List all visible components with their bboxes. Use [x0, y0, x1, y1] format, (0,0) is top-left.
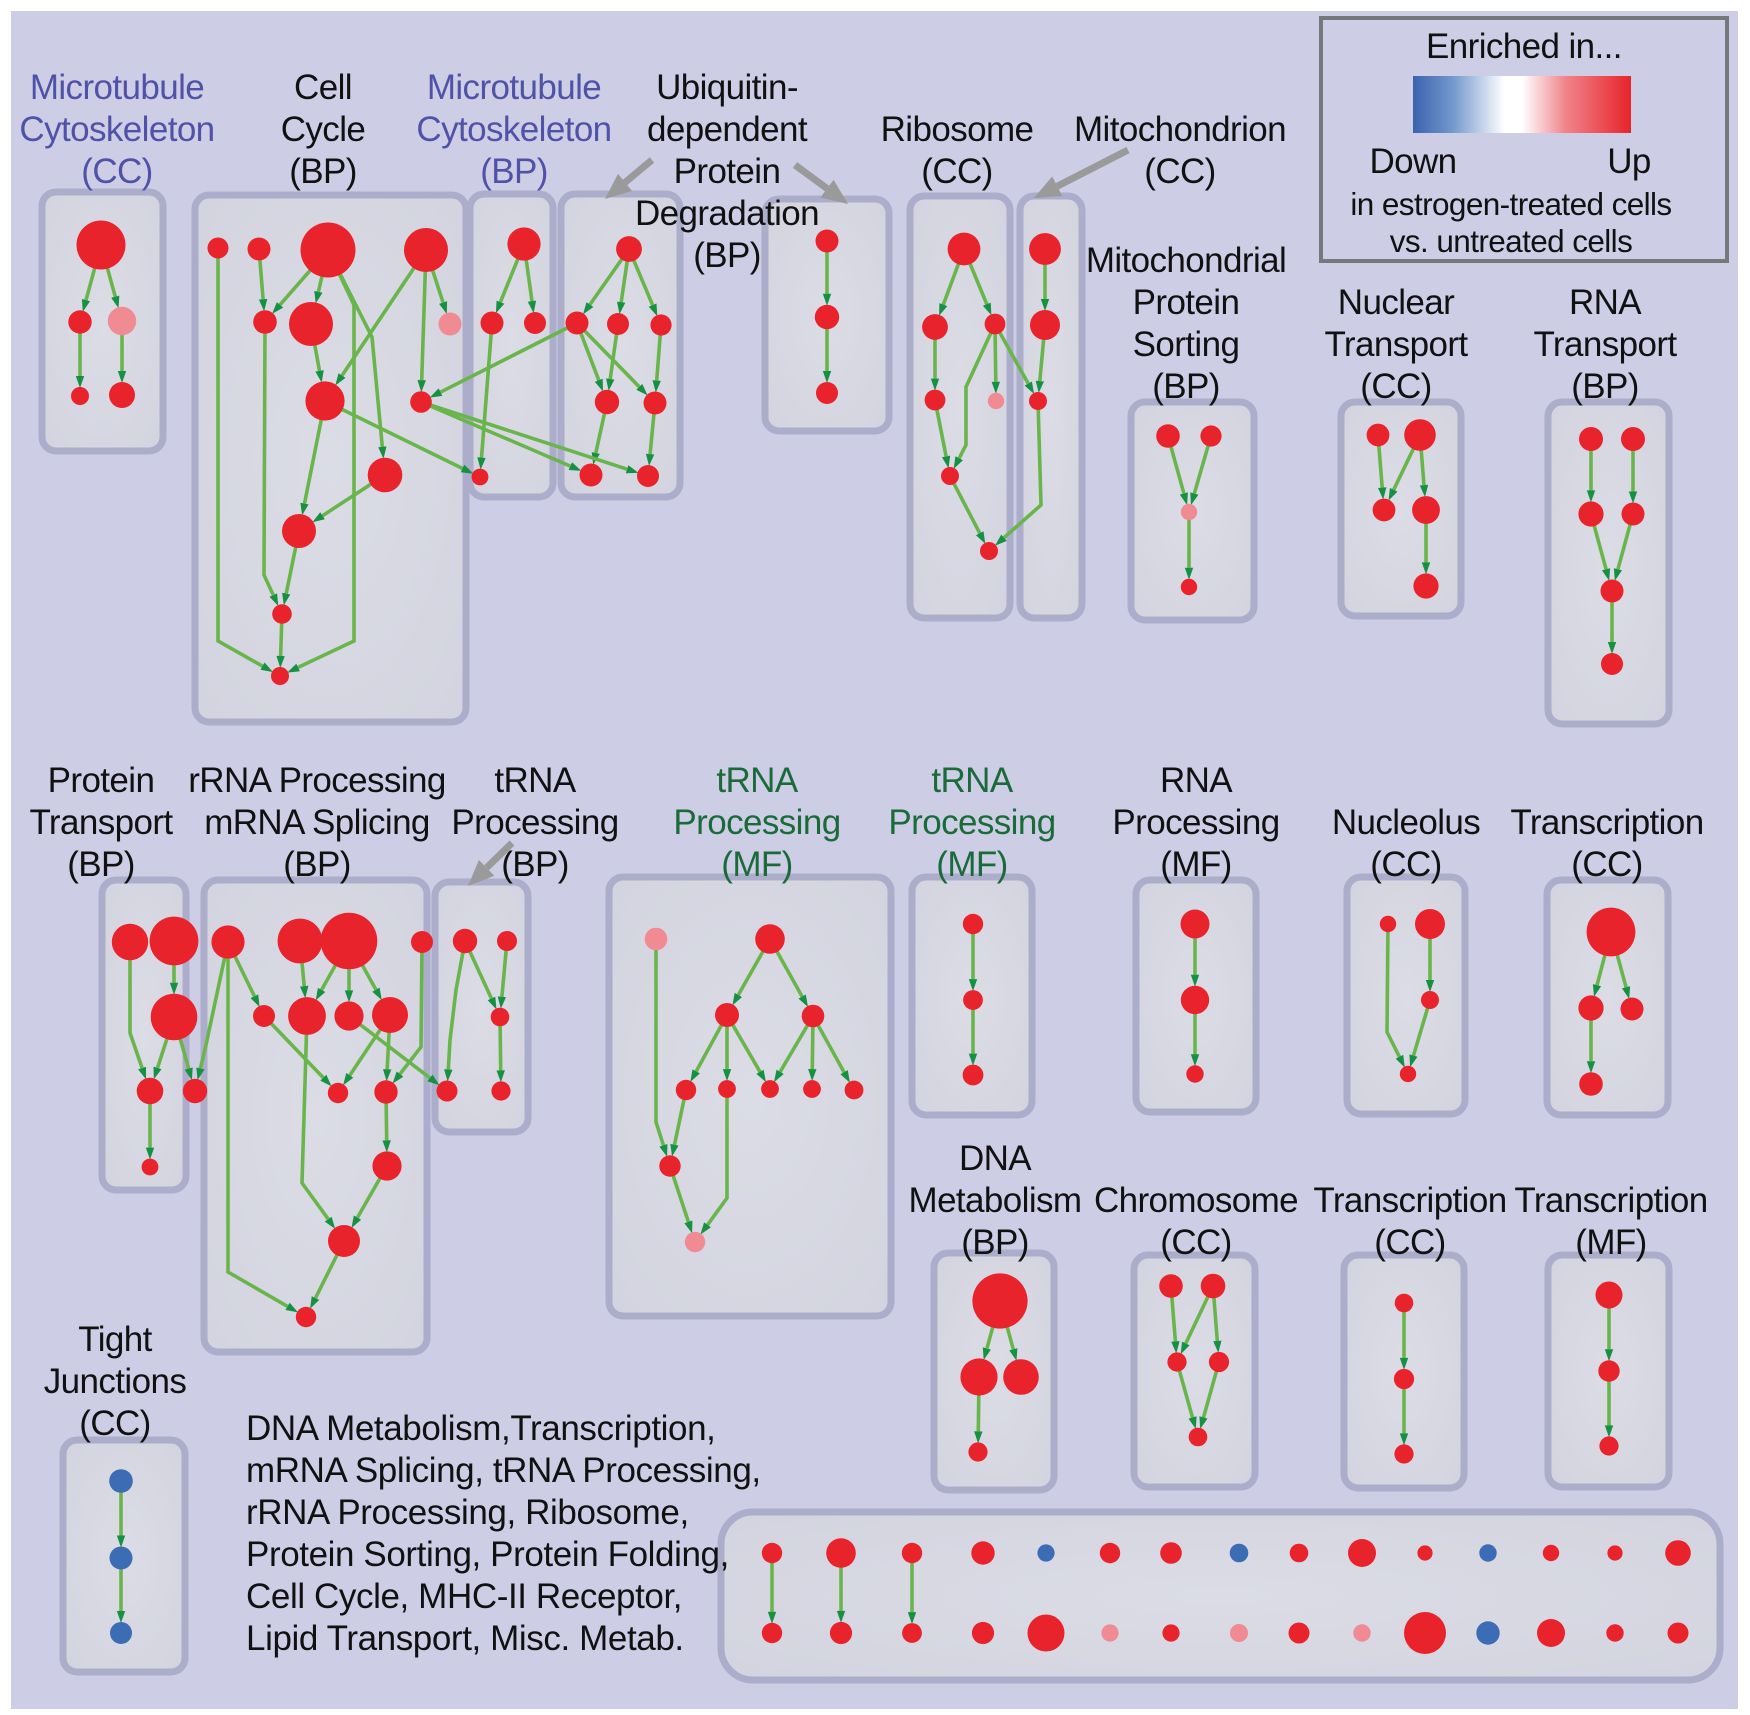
svg-text:tRNA: tRNA: [494, 761, 576, 800]
svg-text:Protein Sorting, Protein Foldi: Protein Sorting, Protein Folding,: [246, 1535, 729, 1574]
svg-text:Chromosome: Chromosome: [1094, 1181, 1298, 1220]
svg-text:Mitochondrion: Mitochondrion: [1074, 110, 1286, 149]
svg-text:Transport: Transport: [1533, 325, 1677, 364]
svg-text:Metabolism: Metabolism: [909, 1181, 1082, 1220]
svg-text:mRNA Splicing: mRNA Splicing: [204, 803, 430, 842]
svg-text:Cell: Cell: [294, 68, 352, 107]
svg-text:RNA: RNA: [1160, 761, 1233, 800]
svg-text:Tight: Tight: [78, 1320, 152, 1359]
svg-text:(MF): (MF): [721, 845, 792, 884]
svg-text:DNA: DNA: [959, 1139, 1032, 1178]
svg-text:(BP): (BP): [1152, 367, 1220, 406]
svg-text:Lipid Transport, Misc. Metab.: Lipid Transport, Misc. Metab.: [246, 1619, 684, 1658]
svg-text:Junctions: Junctions: [44, 1362, 187, 1401]
svg-text:mRNA Splicing, tRNA Processing: mRNA Splicing, tRNA Processing,: [246, 1451, 761, 1490]
svg-text:Transport: Transport: [29, 803, 173, 842]
svg-text:(BP): (BP): [289, 152, 357, 191]
svg-text:tRNA: tRNA: [931, 761, 1013, 800]
svg-text:Degradation: Degradation: [635, 194, 819, 233]
svg-text:Cell Cycle, MHC-II Receptor,: Cell Cycle, MHC-II Receptor,: [246, 1577, 682, 1616]
svg-text:Nucleolus: Nucleolus: [1332, 803, 1480, 842]
svg-text:Ribosome: Ribosome: [881, 110, 1034, 149]
svg-text:(CC): (CC): [1144, 152, 1215, 191]
svg-text:(MF): (MF): [1160, 845, 1231, 884]
svg-text:dependent: dependent: [647, 110, 808, 149]
svg-text:DNA Metabolism,Transcription,: DNA Metabolism,Transcription,: [246, 1409, 715, 1448]
svg-text:(BP): (BP): [67, 845, 135, 884]
svg-text:RNA: RNA: [1569, 283, 1642, 322]
svg-text:(BP): (BP): [501, 845, 569, 884]
svg-text:Processing: Processing: [673, 803, 840, 842]
svg-text:Cycle: Cycle: [281, 110, 366, 149]
svg-text:vs. untreated cells: vs. untreated cells: [1390, 223, 1632, 259]
svg-text:in estrogen-treated cells: in estrogen-treated cells: [1350, 186, 1671, 222]
svg-text:Protein: Protein: [674, 152, 781, 191]
svg-text:Processing: Processing: [1112, 803, 1279, 842]
svg-text:Transcription: Transcription: [1514, 1181, 1707, 1220]
svg-text:(CC): (CC): [1160, 1223, 1231, 1262]
svg-text:Protein: Protein: [1133, 283, 1240, 322]
svg-text:rRNA Processing: rRNA Processing: [188, 761, 445, 800]
svg-text:Up: Up: [1607, 142, 1651, 181]
svg-text:Down: Down: [1369, 142, 1456, 181]
svg-text:Microtubule: Microtubule: [427, 68, 601, 107]
svg-text:(BP): (BP): [283, 845, 351, 884]
svg-text:(CC): (CC): [79, 1404, 150, 1443]
svg-text:(MF): (MF): [1575, 1223, 1646, 1262]
svg-text:(BP): (BP): [961, 1223, 1029, 1262]
svg-text:Cytoskeleton: Cytoskeleton: [416, 110, 611, 149]
svg-text:Microtubule: Microtubule: [30, 68, 204, 107]
svg-text:(CC): (CC): [1571, 845, 1642, 884]
svg-text:Sorting: Sorting: [1133, 325, 1240, 364]
svg-text:(CC): (CC): [81, 152, 152, 191]
svg-text:(MF): (MF): [936, 845, 1007, 884]
svg-text:Nuclear: Nuclear: [1338, 283, 1455, 322]
svg-text:(BP): (BP): [480, 152, 548, 191]
svg-text:Ubiquitin-: Ubiquitin-: [656, 68, 798, 107]
svg-text:(CC): (CC): [1360, 367, 1431, 406]
svg-text:Protein: Protein: [48, 761, 155, 800]
svg-text:(CC): (CC): [921, 152, 992, 191]
svg-text:(CC): (CC): [1370, 845, 1441, 884]
svg-text:Cytoskeleton: Cytoskeleton: [19, 110, 214, 149]
svg-text:(BP): (BP): [693, 236, 761, 275]
svg-text:rRNA Processing, Ribosome,: rRNA Processing, Ribosome,: [246, 1493, 689, 1532]
svg-text:Processing: Processing: [888, 803, 1055, 842]
svg-text:Mitochondrial: Mitochondrial: [1086, 241, 1286, 280]
svg-text:Enriched in...: Enriched in...: [1426, 27, 1622, 66]
svg-text:Transcription: Transcription: [1313, 1181, 1506, 1220]
svg-text:Transcription: Transcription: [1510, 803, 1703, 842]
svg-text:tRNA: tRNA: [716, 761, 798, 800]
svg-text:Processing: Processing: [451, 803, 618, 842]
svg-text:Transport: Transport: [1324, 325, 1468, 364]
svg-text:(CC): (CC): [1374, 1223, 1445, 1262]
svg-text:(BP): (BP): [1571, 367, 1639, 406]
